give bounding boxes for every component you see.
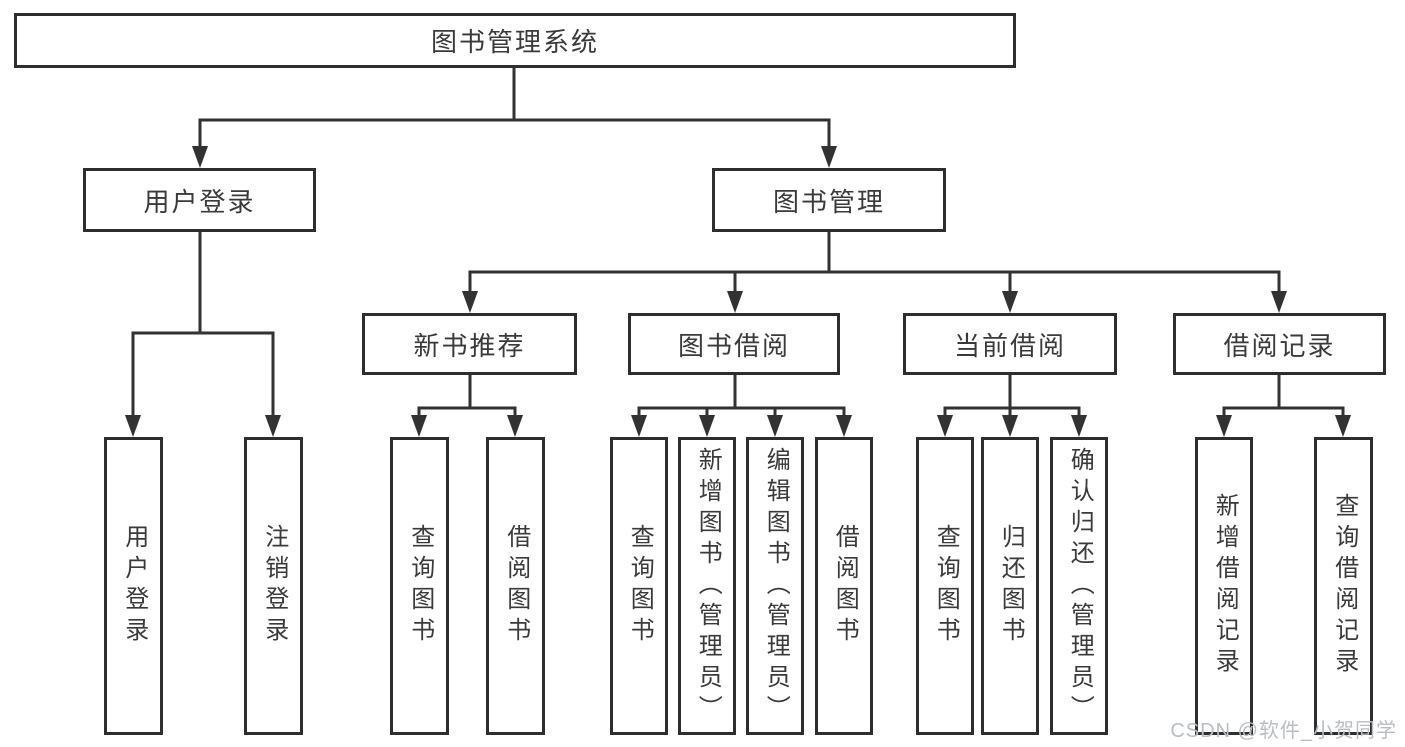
- node-borrow-records-label: 借阅记录: [1223, 330, 1336, 361]
- node-return-books-label: 归还图书: [997, 524, 1025, 648]
- node-query-borrow-record: 查询借阅记录: [1314, 437, 1373, 735]
- node-add-books-admin-label: 新增图书（管理员）: [694, 446, 722, 726]
- node-recommend-borrow-books: 借阅图书: [486, 437, 545, 735]
- node-book-borrow: 图书借阅: [628, 313, 840, 375]
- node-borrow-query-books-label: 查询图书: [626, 524, 654, 648]
- arrow-down-icon: [125, 415, 141, 437]
- arrow-down-icon: [767, 415, 783, 437]
- node-recommend-query-books-label: 查询图书: [406, 524, 434, 648]
- csdn-watermark: CSDN @软件_小贺同学: [1170, 720, 1397, 742]
- node-user-login-action-label: 用户登录: [120, 524, 148, 648]
- arrow-down-icon: [411, 415, 427, 437]
- node-logout-action: 注销登录: [244, 437, 303, 735]
- arrow-down-icon: [265, 415, 281, 437]
- arrow-down-icon: [462, 291, 478, 313]
- arrow-down-icon: [699, 415, 715, 437]
- edge-user-login-to-children: [125, 232, 281, 437]
- node-book-borrow-label: 图书借阅: [677, 330, 790, 361]
- node-new-book-recommend-label: 新书推荐: [413, 330, 526, 361]
- node-current-borrow-label: 当前借阅: [953, 330, 1066, 361]
- edge-borrow-records-to-children: [1216, 375, 1351, 437]
- arrow-down-icon: [507, 415, 523, 437]
- node-edit-books-admin-label: 编辑图书（管理员）: [762, 446, 790, 726]
- node-book-management-label: 图书管理: [772, 186, 885, 217]
- node-user-login-label: 用户登录: [143, 186, 256, 217]
- arrow-down-icon: [821, 146, 837, 168]
- node-borrow-query-books: 查询图书: [610, 437, 668, 735]
- node-user-login: 用户登录: [83, 168, 316, 232]
- node-add-borrow-record-label: 新增借阅记录: [1211, 493, 1239, 679]
- node-confirm-return-admin: 确认归还（管理员）: [1050, 437, 1108, 735]
- arrow-down-icon: [1002, 291, 1018, 313]
- node-borrow-books-label: 借阅图书: [831, 524, 859, 648]
- node-add-borrow-record: 新增借阅记录: [1195, 437, 1253, 735]
- node-book-management: 图书管理: [712, 168, 946, 232]
- edge-book-management-to-level3: [462, 232, 1287, 313]
- node-borrow-records: 借阅记录: [1173, 313, 1386, 375]
- arrow-down-icon: [1271, 291, 1287, 313]
- node-confirm-return-admin-label: 确认归还（管理员）: [1066, 446, 1094, 726]
- edge-recommend-to-children: [411, 375, 523, 437]
- arrow-down-icon: [192, 146, 208, 168]
- arrow-down-icon: [836, 415, 852, 437]
- node-current-query-books: 查询图书: [916, 437, 974, 735]
- node-current-query-books-label: 查询图书: [932, 524, 960, 648]
- node-edit-books-admin: 编辑图书（管理员）: [746, 437, 804, 735]
- node-logout-action-label: 注销登录: [260, 524, 288, 648]
- edge-book-borrow-to-children: [631, 375, 852, 437]
- node-query-borrow-record-label: 查询借阅记录: [1330, 493, 1358, 679]
- arrow-down-icon: [631, 415, 647, 437]
- node-root-label: 图书管理系统: [430, 27, 599, 57]
- node-borrow-books: 借阅图书: [815, 437, 873, 735]
- arrow-down-icon: [1071, 415, 1087, 437]
- arrow-down-icon: [937, 415, 953, 437]
- arrow-down-icon: [1216, 415, 1232, 437]
- arrow-down-icon: [1002, 415, 1018, 437]
- node-return-books: 归还图书: [981, 437, 1039, 735]
- node-new-book-recommend: 新书推荐: [362, 313, 577, 375]
- node-recommend-query-books: 查询图书: [390, 437, 449, 735]
- arrow-down-icon: [1335, 415, 1351, 437]
- edge-current-borrow-to-children: [937, 375, 1087, 437]
- arrow-down-icon: [727, 291, 743, 313]
- edge-root-to-level2: [192, 68, 837, 168]
- node-current-borrow: 当前借阅: [903, 313, 1117, 375]
- node-root: 图书管理系统: [14, 13, 1016, 68]
- node-add-books-admin: 新增图书（管理员）: [678, 437, 736, 735]
- node-recommend-borrow-books-label: 借阅图书: [502, 524, 530, 648]
- node-user-login-action: 用户登录: [104, 437, 163, 735]
